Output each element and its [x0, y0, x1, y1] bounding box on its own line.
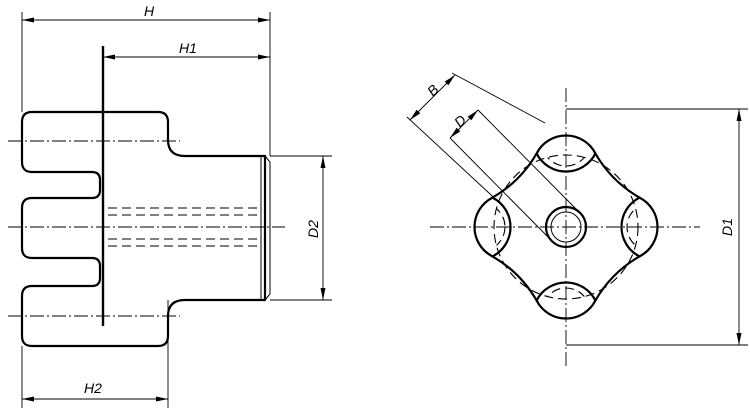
front-view: D1 B D — [406, 72, 748, 368]
dimension-H1: H1 — [103, 40, 270, 60]
dimension-D1: D1 — [566, 108, 748, 346]
label-B: B — [424, 81, 442, 99]
side-view-outline — [20, 110, 267, 348]
dimension-B: B — [406, 72, 546, 207]
label-H: H — [144, 3, 155, 19]
lobe-right — [620, 196, 641, 258]
dimension-H2: H2 — [21, 300, 169, 408]
side-view: H H1 H2 D2 — [8, 3, 332, 408]
label-D1: D1 — [719, 218, 735, 236]
label-D2: D2 — [305, 220, 321, 238]
shaft-chamfer — [264, 155, 271, 301]
label-H2: H2 — [84, 380, 102, 396]
dimension-D2: D2 — [270, 155, 332, 301]
dimension-H: H — [21, 3, 271, 156]
label-D: D — [451, 112, 469, 130]
label-H1: H1 — [179, 40, 197, 56]
